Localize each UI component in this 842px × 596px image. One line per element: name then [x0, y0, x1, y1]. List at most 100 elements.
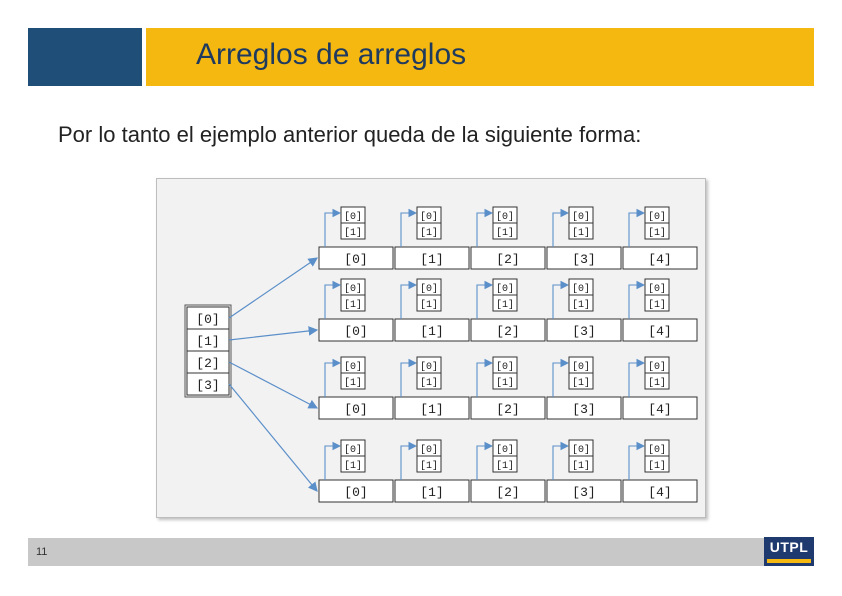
pointer-arrow — [228, 383, 318, 492]
row-array-cell — [470, 318, 546, 342]
inner-array-label: [1] — [420, 299, 438, 311]
inner-array-cell — [492, 372, 518, 390]
array-diagram-svg: [0] [1] [2] [3] [0] [0] [1] [1] [0] [1] [2] [0] [1] [… — [184, 206, 698, 503]
row-array-cell — [394, 479, 470, 503]
outer-array-label: [3] — [196, 378, 219, 393]
inner-array-label: [1] — [572, 460, 590, 472]
inner-array-cell — [416, 455, 442, 473]
inner-array-cell — [416, 372, 442, 390]
inner-array-label: [1] — [496, 460, 514, 472]
inner-pointer-arrow — [324, 208, 342, 247]
row-array-label: [3] — [572, 324, 595, 339]
inner-array-label: [0] — [496, 211, 514, 223]
inner-array-label: [1] — [496, 227, 514, 239]
logo-stripe — [767, 559, 811, 563]
inner-array-cell — [416, 294, 442, 312]
row-array-label: [0] — [344, 402, 367, 417]
inner-array-label: [0] — [648, 283, 666, 295]
row-array-label: [4] — [648, 485, 671, 500]
row-array-cell — [546, 318, 622, 342]
pointer-arrow — [228, 326, 319, 341]
inner-array-label: [0] — [420, 361, 438, 373]
logo-text: UTPL — [769, 539, 809, 555]
row-array-label: [2] — [496, 402, 519, 417]
outer-array-label: [1] — [196, 334, 219, 349]
inner-array-label: [0] — [344, 283, 362, 295]
row-array-cell — [546, 246, 622, 270]
inner-array-label: [1] — [572, 299, 590, 311]
inner-array-cell — [568, 294, 594, 312]
inner-array-label: [1] — [344, 299, 362, 311]
inner-pointer-arrow — [628, 280, 646, 319]
inner-array-label: [1] — [648, 377, 666, 389]
inner-array-cell — [492, 222, 518, 240]
inner-array-label: [1] — [344, 227, 362, 239]
inner-pointer-arrow — [476, 441, 494, 480]
inner-pointer-arrow — [400, 208, 418, 247]
inner-array-label: [0] — [648, 211, 666, 223]
row-array-cell — [470, 396, 546, 420]
inner-pointer-arrow — [400, 280, 418, 319]
inner-array-label: [0] — [496, 361, 514, 373]
inner-array-cell — [492, 294, 518, 312]
inner-array-label: [0] — [420, 444, 438, 456]
inner-pointer-arrow — [324, 441, 342, 480]
inner-array-cell — [644, 222, 670, 240]
row-array-cell — [318, 479, 394, 503]
inner-array-label: [1] — [496, 377, 514, 389]
inner-pointer-arrow — [400, 441, 418, 480]
inner-pointer-arrow — [628, 358, 646, 397]
inner-array-label: [0] — [496, 283, 514, 295]
inner-array-cell — [568, 372, 594, 390]
row-array-label: [4] — [648, 252, 671, 267]
inner-array-label: [1] — [420, 460, 438, 472]
inner-array-cell — [340, 455, 366, 473]
row-array-label: [1] — [420, 485, 443, 500]
inner-array-label: [1] — [572, 227, 590, 239]
row-array-cell — [470, 479, 546, 503]
outer-array-label: [2] — [196, 356, 219, 371]
title-bar: Arreglos de arreglos — [0, 0, 842, 90]
row-array-cell — [318, 246, 394, 270]
inner-array-label: [1] — [648, 299, 666, 311]
page-number: 11 — [36, 546, 48, 558]
array-diagram: [0] [1] [2] [3] [0] [0] [1] [1] [0] [1] [2] [0] [1] [… — [156, 178, 706, 518]
inner-array-label: [0] — [572, 361, 590, 373]
inner-array-label: [1] — [344, 460, 362, 472]
row-array-label: [3] — [572, 485, 595, 500]
inner-array-label: [0] — [420, 283, 438, 295]
footer-bar — [28, 538, 814, 566]
inner-array-cell — [340, 372, 366, 390]
slide-body-text: Por lo tanto el ejemplo anterior queda d… — [58, 122, 642, 147]
inner-pointer-arrow — [476, 280, 494, 319]
row-array-cell — [394, 318, 470, 342]
row-array-cell — [546, 396, 622, 420]
row-array-label: [3] — [572, 252, 595, 267]
inner-pointer-arrow — [628, 208, 646, 247]
inner-array-cell — [568, 222, 594, 240]
row-array-cell — [622, 479, 698, 503]
outer-array-frame — [184, 304, 232, 398]
inner-array-label: [1] — [420, 227, 438, 239]
inner-array-label: [0] — [420, 211, 438, 223]
inner-pointer-arrow — [552, 358, 570, 397]
inner-array-label: [1] — [344, 377, 362, 389]
row-array-label: [1] — [420, 324, 443, 339]
inner-pointer-arrow — [552, 280, 570, 319]
slide-title: Arreglos de arreglos — [196, 38, 467, 71]
inner-array-label: [0] — [572, 444, 590, 456]
inner-array-label: [1] — [420, 377, 438, 389]
row-array-label: [1] — [420, 402, 443, 417]
inner-array-cell — [340, 294, 366, 312]
row-array-label: [0] — [344, 485, 367, 500]
pointer-arrow — [228, 257, 318, 319]
inner-array-cell — [644, 372, 670, 390]
row-array-cell — [622, 396, 698, 420]
row-array-cell — [318, 396, 394, 420]
inner-pointer-arrow — [552, 441, 570, 480]
title-gold-block — [146, 28, 814, 86]
row-array-label: [1] — [420, 252, 443, 267]
inner-pointer-arrow — [628, 441, 646, 480]
inner-array-label: [0] — [344, 444, 362, 456]
inner-pointer-arrow — [552, 208, 570, 247]
